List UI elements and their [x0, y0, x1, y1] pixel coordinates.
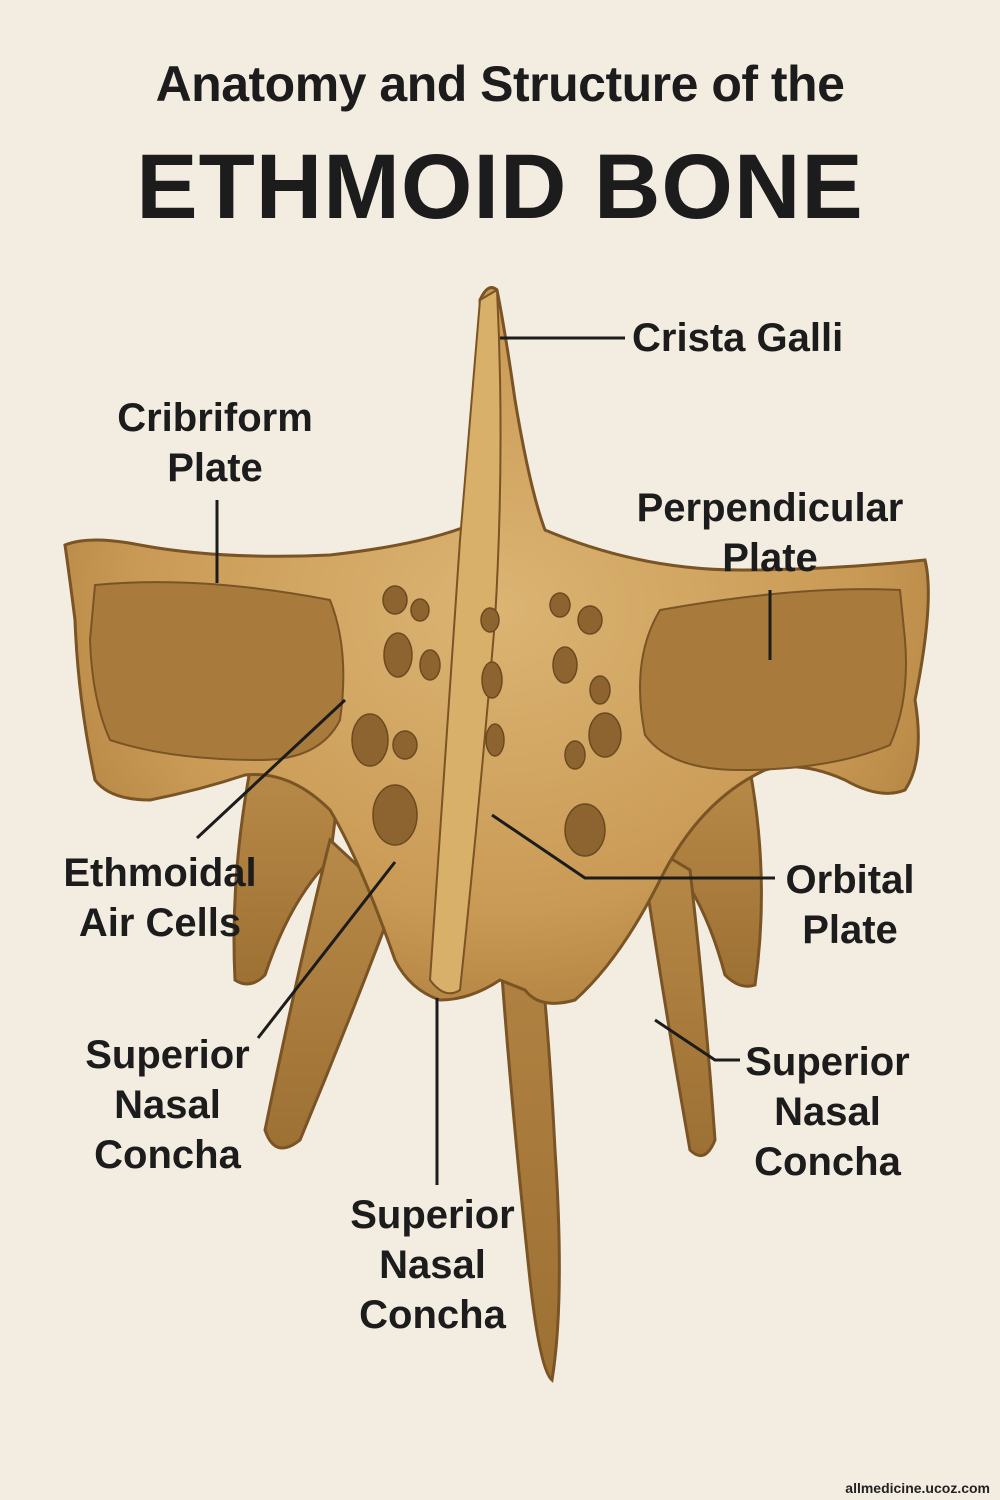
- label-ethmoidal-air-cells: Ethmoidal Air Cells: [63, 851, 257, 945]
- watermark: allmedicine.ucoz.com: [845, 1480, 990, 1496]
- label-superior-nasal-concha-bottom: Superior Nasal Concha: [350, 1193, 515, 1337]
- leader-superior-nasal-concha-left: [256, 861, 397, 1039]
- ethmoidal-air-cells: [351, 585, 622, 857]
- left-concha-projection: [232, 768, 342, 986]
- label-orbital-plate: Orbital Plate: [785, 858, 915, 952]
- right-orbital-cavity: [639, 588, 907, 772]
- leader-lines: [195, 336, 775, 1185]
- crista-ridge: [428, 288, 502, 995]
- label-crista-galli: Crista Galli: [632, 316, 844, 360]
- title-line-2: ETHMOID BONE: [136, 136, 864, 238]
- lower-projections: [232, 768, 763, 1383]
- left-lower-concha-projection: [263, 837, 397, 1150]
- label-superior-nasal-concha-right: Superior Nasal Concha: [745, 1040, 910, 1184]
- label-perpendicular-plate: Perpendicular Plate: [636, 486, 904, 580]
- leader-superior-nasal-concha-right: [654, 1018, 740, 1062]
- right-lower-concha-projection: [638, 837, 717, 1158]
- leader-ethmoidal-air-cells: [195, 698, 347, 840]
- leader-orbital-plate: [491, 813, 775, 880]
- label-superior-nasal-concha-left: Superior Nasal Concha: [85, 1033, 250, 1177]
- label-cribriform-plate: Cribriform Plate: [117, 396, 313, 490]
- left-orbital-cavity: [88, 581, 345, 762]
- title-line-1: Anatomy and Structure of the: [155, 56, 845, 112]
